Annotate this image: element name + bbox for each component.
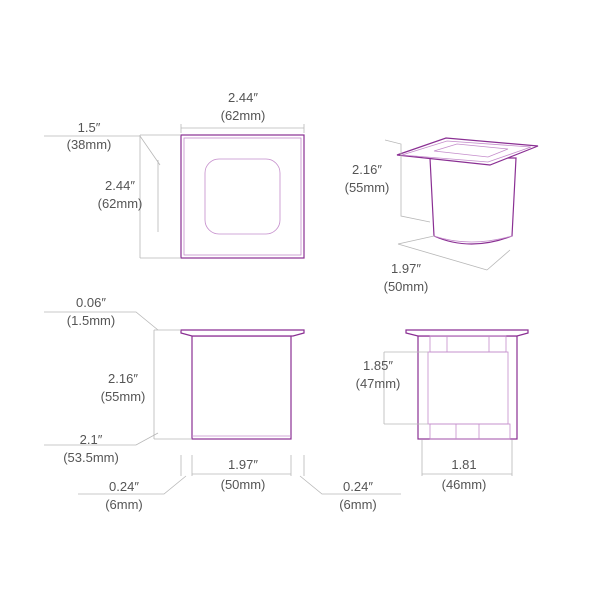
top-height-inch: 2.44″ [105,178,135,193]
iso-height-mm: (55mm) [345,180,390,195]
isometric-view: 2.16″ (55mm) 1.97″ (50mm) [345,137,539,294]
iso-flange-inner [401,140,532,163]
iso-flange [396,137,539,166]
side-flange-inch: 0.06″ [76,295,106,310]
top-width-inch: 2.44″ [228,90,258,105]
top-opening-mm: (38mm) [67,137,112,152]
section-height-mm: (47mm) [356,376,401,391]
top-view-flange [180,134,305,259]
section-flange [405,329,529,337]
iso-diameter-ext-left [397,235,435,245]
side-view: 0.06″ (1.5mm) 2.16″ (55mm) 2.1″ (53.5mm)… [44,295,401,512]
side-inner-mm: (53.5mm) [63,450,119,465]
side-body [191,335,292,440]
side-flange-leader [44,311,159,331]
side-left-lip-leader [78,475,187,495]
top-opening-inch: 1.5″ [78,120,101,135]
side-left-lip-inch: 0.24″ [109,479,139,494]
iso-diameter-dim-line [397,243,488,271]
section-body [417,335,518,440]
section-top-clip [429,335,507,353]
iso-height-leader [384,139,431,223]
iso-diameter-inch: 1.97″ [391,261,421,276]
side-right-lip-inch: 0.24″ [343,479,373,494]
side-height-mm: (55mm) [101,389,146,404]
iso-diameter-mm: (50mm) [384,279,429,294]
side-flange [180,329,305,337]
side-body-mm: (50mm) [221,477,266,492]
top-view-flange-inner [183,137,302,256]
iso-opening [433,143,509,158]
side-flange-mm: (1.5mm) [67,313,115,328]
top-height-mm: (62mm) [98,196,143,211]
side-left-lip-mm: (6mm) [105,497,143,512]
top-width-mm: (62mm) [221,108,266,123]
side-right-lip-leader [299,475,401,495]
iso-height-inch: 2.16″ [352,162,382,177]
side-height-inch: 2.16″ [108,371,138,386]
side-inner-inch: 2.1″ [80,432,103,447]
section-width-mm: (46mm) [442,477,487,492]
iso-body-bottom [433,235,513,243]
section-bottom-clip [429,423,511,440]
side-body-inch: 1.97″ [228,457,258,472]
side-inner-leader [44,432,159,446]
section-view: 1.85″ (47mm) 1.81 (46mm) [356,329,529,492]
section-width-inch: 1.81 [451,457,476,472]
iso-body [429,157,517,245]
top-view-opening [204,158,281,235]
iso-diameter-ext-right [486,249,511,271]
side-right-lip-mm: (6mm) [339,497,377,512]
top-view: 2.44″ (62mm) 1.5″ (38mm) 2.44″ (62mm) [44,90,305,259]
section-height-inch: 1.85″ [363,358,393,373]
